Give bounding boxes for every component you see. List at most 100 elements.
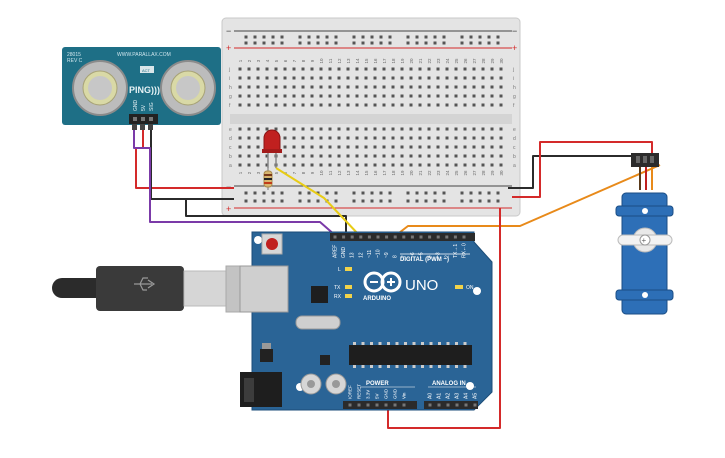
analog-pin-socket[interactable] bbox=[446, 403, 450, 407]
breadboard-hole[interactable] bbox=[283, 154, 287, 158]
rail-hole[interactable] bbox=[442, 191, 446, 195]
rail-hole[interactable] bbox=[370, 41, 374, 45]
rail-hole[interactable] bbox=[352, 199, 356, 203]
rail-hole[interactable] bbox=[406, 191, 410, 195]
breadboard-hole[interactable] bbox=[301, 76, 305, 80]
breadboard-hole[interactable] bbox=[274, 127, 278, 131]
breadboard-hole[interactable] bbox=[337, 94, 341, 98]
breadboard-hole[interactable] bbox=[436, 127, 440, 131]
rail-hole[interactable] bbox=[352, 35, 356, 39]
rail-hole[interactable] bbox=[487, 199, 491, 203]
rail-hole[interactable] bbox=[361, 191, 365, 195]
breadboard-hole[interactable] bbox=[274, 103, 278, 107]
breadboard-hole[interactable] bbox=[418, 136, 422, 140]
breadboard-hole[interactable] bbox=[247, 103, 251, 107]
breadboard-hole[interactable] bbox=[292, 127, 296, 131]
breadboard-hole[interactable] bbox=[472, 76, 476, 80]
breadboard-hole[interactable] bbox=[490, 127, 494, 131]
breadboard-hole[interactable] bbox=[346, 145, 350, 149]
breadboard-hole[interactable] bbox=[283, 94, 287, 98]
rail-hole[interactable] bbox=[253, 35, 257, 39]
breadboard-hole[interactable] bbox=[382, 76, 386, 80]
digital-pin-socket[interactable] bbox=[445, 235, 449, 239]
breadboard-hole[interactable] bbox=[238, 127, 242, 131]
breadboard-hole[interactable] bbox=[355, 145, 359, 149]
breadboard-hole[interactable] bbox=[427, 67, 431, 71]
breadboard-hole[interactable] bbox=[337, 103, 341, 107]
digital-pin-socket[interactable] bbox=[342, 235, 346, 239]
breadboard-hole[interactable] bbox=[319, 163, 323, 167]
breadboard-hole[interactable] bbox=[418, 103, 422, 107]
breadboard-hole[interactable] bbox=[238, 103, 242, 107]
breadboard-hole[interactable] bbox=[400, 136, 404, 140]
breadboard-hole[interactable] bbox=[373, 85, 377, 89]
digital-pin-socket[interactable] bbox=[462, 235, 466, 239]
breadboard-hole[interactable] bbox=[283, 76, 287, 80]
breadboard-hole[interactable] bbox=[454, 154, 458, 158]
rail-hole[interactable] bbox=[478, 35, 482, 39]
breadboard-hole[interactable] bbox=[391, 136, 395, 140]
breadboard-hole[interactable] bbox=[247, 85, 251, 89]
breadboard-hole[interactable] bbox=[427, 136, 431, 140]
analog-pin-socket[interactable] bbox=[428, 403, 432, 407]
breadboard-hole[interactable] bbox=[373, 136, 377, 140]
rail-hole[interactable] bbox=[370, 35, 374, 39]
breadboard-hole[interactable] bbox=[427, 76, 431, 80]
breadboard-hole[interactable] bbox=[481, 85, 485, 89]
breadboard-hole[interactable] bbox=[292, 103, 296, 107]
breadboard-hole[interactable] bbox=[238, 67, 242, 71]
breadboard-hole[interactable] bbox=[337, 145, 341, 149]
breadboard-hole[interactable] bbox=[400, 127, 404, 131]
rail-hole[interactable] bbox=[406, 35, 410, 39]
analog-pin-socket[interactable] bbox=[437, 403, 441, 407]
rail-hole[interactable] bbox=[334, 199, 338, 203]
breadboard-hole[interactable] bbox=[283, 136, 287, 140]
rail-hole[interactable] bbox=[280, 35, 284, 39]
breadboard-hole[interactable] bbox=[355, 163, 359, 167]
breadboard-hole[interactable] bbox=[490, 94, 494, 98]
breadboard-hole[interactable] bbox=[472, 85, 476, 89]
breadboard-hole[interactable] bbox=[328, 145, 332, 149]
power-pin-socket[interactable] bbox=[348, 403, 352, 407]
breadboard-hole[interactable] bbox=[409, 154, 413, 158]
rail-hole[interactable] bbox=[442, 35, 446, 39]
breadboard-hole[interactable] bbox=[481, 136, 485, 140]
breadboard-hole[interactable] bbox=[247, 154, 251, 158]
breadboard-hole[interactable] bbox=[301, 103, 305, 107]
breadboard-hole[interactable] bbox=[265, 154, 269, 158]
breadboard-hole[interactable] bbox=[328, 103, 332, 107]
breadboard-hole[interactable] bbox=[427, 127, 431, 131]
power-pin-socket[interactable] bbox=[402, 403, 406, 407]
servo[interactable]: + bbox=[615, 153, 674, 315]
breadboard-hole[interactable] bbox=[328, 85, 332, 89]
breadboard-hole[interactable] bbox=[481, 103, 485, 107]
breadboard-hole[interactable] bbox=[346, 163, 350, 167]
breadboard-hole[interactable] bbox=[463, 94, 467, 98]
breadboard-hole[interactable] bbox=[481, 163, 485, 167]
breadboard-hole[interactable] bbox=[445, 163, 449, 167]
breadboard-hole[interactable] bbox=[328, 136, 332, 140]
rail-hole[interactable] bbox=[352, 41, 356, 45]
breadboard-hole[interactable] bbox=[265, 103, 269, 107]
rail-hole[interactable] bbox=[325, 191, 329, 195]
rail-hole[interactable] bbox=[253, 41, 257, 45]
rail-hole[interactable] bbox=[433, 199, 437, 203]
breadboard-hole[interactable] bbox=[436, 145, 440, 149]
breadboard-hole[interactable] bbox=[427, 163, 431, 167]
breadboard-hole[interactable] bbox=[373, 94, 377, 98]
breadboard-hole[interactable] bbox=[463, 154, 467, 158]
rail-hole[interactable] bbox=[478, 199, 482, 203]
breadboard-hole[interactable] bbox=[247, 145, 251, 149]
rail-hole[interactable] bbox=[469, 41, 473, 45]
breadboard-hole[interactable] bbox=[346, 67, 350, 71]
breadboard-hole[interactable] bbox=[301, 145, 305, 149]
breadboard-hole[interactable] bbox=[436, 94, 440, 98]
breadboard-hole[interactable] bbox=[301, 127, 305, 131]
breadboard-hole[interactable] bbox=[364, 136, 368, 140]
rail-hole[interactable] bbox=[271, 41, 275, 45]
rail-hole[interactable] bbox=[298, 191, 302, 195]
rail-hole[interactable] bbox=[424, 41, 428, 45]
rail-hole[interactable] bbox=[271, 35, 275, 39]
rail-hole[interactable] bbox=[316, 191, 320, 195]
breadboard-hole[interactable] bbox=[328, 94, 332, 98]
